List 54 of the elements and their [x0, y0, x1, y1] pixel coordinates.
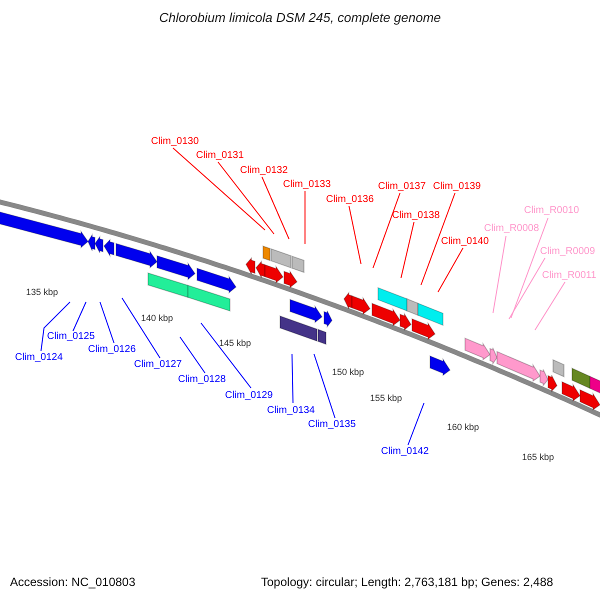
leader-line [314, 354, 336, 418]
gene-label: Clim_0136 [326, 195, 374, 205]
scale-label: 160 kbp [447, 423, 480, 432]
scale-label: 150 kbp [332, 368, 364, 377]
gene-label: Clim_R0011 [542, 271, 596, 281]
leader-line [72, 302, 86, 332]
footer-text: Topology: circular; Length: 2,763,181 bp; Genes: 2,488 [261, 576, 554, 588]
scale-label: 155 kbp [370, 394, 402, 403]
gene-label: Clim_0132 [240, 166, 288, 176]
leader-line [40, 302, 70, 352]
leader-line [510, 218, 548, 318]
leader-line [492, 236, 506, 314]
leader-line [420, 192, 456, 286]
leader-line [122, 298, 160, 358]
gene-label: Clim_0125 [47, 332, 95, 342]
gene-label: Clim_0129 [225, 391, 273, 401]
leader-line [508, 258, 546, 320]
leader-line [172, 148, 266, 230]
gene-label: Clim_0127 [134, 360, 182, 370]
title: Chlorobium limicola DSM 245, complete genome [158, 11, 442, 24]
gene-label: Clim_0133 [283, 180, 331, 190]
gene-label: Clim_0126 [88, 345, 136, 355]
scale-label: 165 kbp [522, 453, 554, 462]
gene-label: Clim_0135 [308, 420, 356, 430]
leader-line [400, 222, 414, 278]
leader-line [100, 302, 114, 344]
leader-line [218, 162, 274, 234]
gene-label: Clim_R0008 [484, 224, 540, 234]
gene-label: Clim_0137 [378, 182, 426, 192]
gene-label: Clim_0124 [15, 353, 63, 363]
leader-line [262, 176, 290, 240]
gene-label: Clim_0131 [196, 151, 244, 161]
gene-label: Clim_0134 [267, 406, 315, 416]
leader-line [438, 248, 464, 292]
leader-line [304, 190, 306, 244]
gene-label: Clim_0130 [151, 137, 199, 147]
scale-label: 145 kbp [219, 339, 252, 348]
leader-line [200, 322, 252, 388]
leader-line [348, 206, 362, 264]
gene-label: Clim_0140 [441, 237, 489, 247]
gene-label: Clim_0138 [392, 211, 440, 221]
leader-line [534, 282, 566, 330]
gene-label: Clim_R0009 [540, 247, 596, 257]
gene-label: Clim_0142 [381, 447, 429, 457]
leader-line [372, 192, 400, 268]
scale-label: 140 kbp [141, 314, 174, 323]
footer-text: Accession: NC_010803 [10, 576, 136, 588]
leader-line [180, 336, 206, 374]
scale-label: 135 kbp [26, 288, 58, 297]
leader-line [408, 402, 424, 446]
gene-label: Clim_0139 [433, 182, 481, 192]
gene-label: Clim_0128 [178, 375, 226, 385]
gene-label: Clim_R0010 [524, 206, 580, 216]
leader-line [292, 354, 294, 404]
